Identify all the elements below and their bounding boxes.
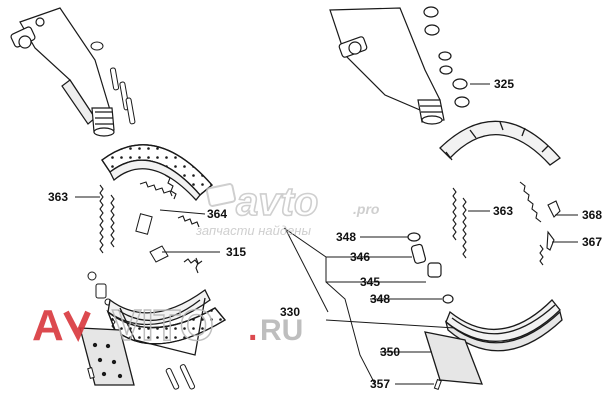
right-brake-lining-pad [424,331,483,385]
left-brake-lining-top [101,144,213,201]
right-brake-lining-top [439,120,561,166]
left-brake-shoe-bottom [106,289,226,356]
callout-325: 325 [494,77,514,91]
avito-v-icon [63,310,91,342]
left-axle-housing [10,7,115,137]
avto-watermark: avto .pro запчасти найдены [195,179,380,238]
right-bushings [423,6,470,108]
left-small-parts [90,41,136,125]
callout-330: 330 [280,305,300,319]
avito-ru-text: RU [260,314,303,347]
avito-dot: . [248,310,257,348]
avto-tagline: запчасти найдены [195,223,311,238]
callout-363-right: 363 [493,204,513,218]
right-brake-shoe-bottom [444,299,563,352]
avto-pro-text: .pro [353,201,380,217]
right-axle-housing [329,7,445,125]
avito-mid-text: VITO [112,301,214,350]
callout-315: 315 [226,245,246,259]
callout-348-top: 348 [336,230,356,244]
callout-368: 368 [582,208,602,222]
avito-letter-a: A [32,301,64,350]
avto-logo-text: avto [236,180,318,224]
left-hardware [87,213,169,335]
callout-348-bottom: 348 [370,292,390,306]
callout-350: 350 [380,345,400,359]
right-rivet [433,378,442,391]
avito-watermark: A VITO . RU [32,300,303,351]
right-pivot-parts [407,232,454,304]
left-brake-lining-pad [79,327,135,386]
callout-364: 364 [207,207,227,221]
leader-lines [75,83,578,385]
callout-367: 367 [582,235,602,249]
callout-363-left: 363 [48,190,68,204]
left-brake-springs [99,174,203,274]
left-pins [87,364,196,390]
callout-346: 346 [350,250,370,264]
callout-345: 345 [360,275,380,289]
callout-357: 357 [370,377,390,391]
right-springs [452,181,544,266]
right-spring-clips [546,200,561,251]
